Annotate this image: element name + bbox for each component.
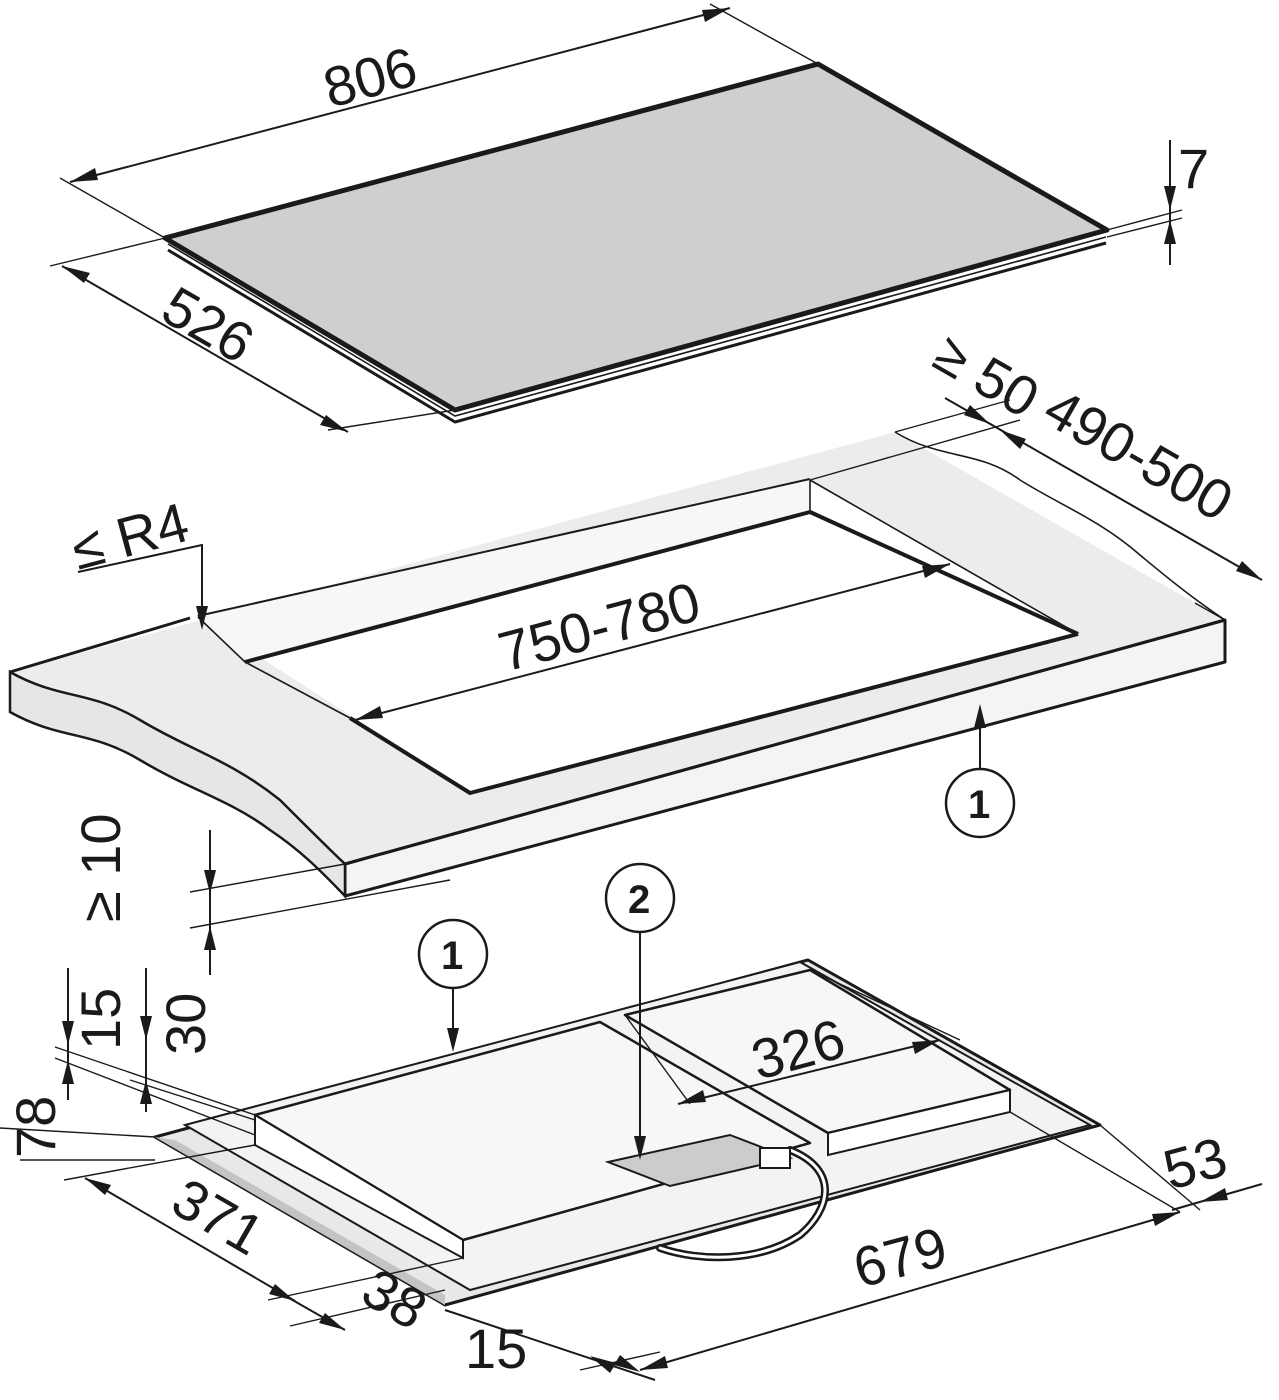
- callout-connection: 2: [604, 862, 676, 1160]
- dimension-underside-heights: 15 30 78: [0, 968, 256, 1161]
- label-frame-offset-a: 15: [69, 988, 132, 1050]
- callout-connection-number: 2: [628, 878, 650, 922]
- label-corner-radius: ≤ R4: [65, 490, 195, 581]
- dimension-front-clearance: ≥ 10: [69, 813, 451, 975]
- label-hob-thickness: 7: [1178, 137, 1209, 200]
- label-frame-offset-b: 30: [154, 993, 217, 1055]
- label-frame-width: 679: [847, 1215, 954, 1300]
- label-rear-clearance: ≥ 50: [924, 321, 1050, 430]
- worktop: [8, 431, 1227, 900]
- hob-glass-top: [162, 61, 1110, 424]
- callout-seal-underside: 1: [417, 918, 489, 1052]
- callout-seal-underside-number: 1: [441, 934, 463, 978]
- hob-underside: [153, 958, 1102, 1307]
- label-hob-width: 806: [317, 35, 424, 120]
- dimension-module-right: 326: [624, 969, 961, 1105]
- dimension-corner-radius: ≤ R4: [65, 490, 208, 630]
- label-height: 78: [4, 1096, 67, 1158]
- callout-seal-number: 1: [968, 783, 990, 827]
- label-front-clearance: ≥ 10: [69, 813, 132, 922]
- dimension-frame-width: 679: [639, 1211, 1181, 1371]
- callout-seal: 1: [944, 704, 1016, 839]
- label-left-offset: 15: [465, 1317, 527, 1380]
- dimension-hob-thickness: 7: [1106, 137, 1209, 265]
